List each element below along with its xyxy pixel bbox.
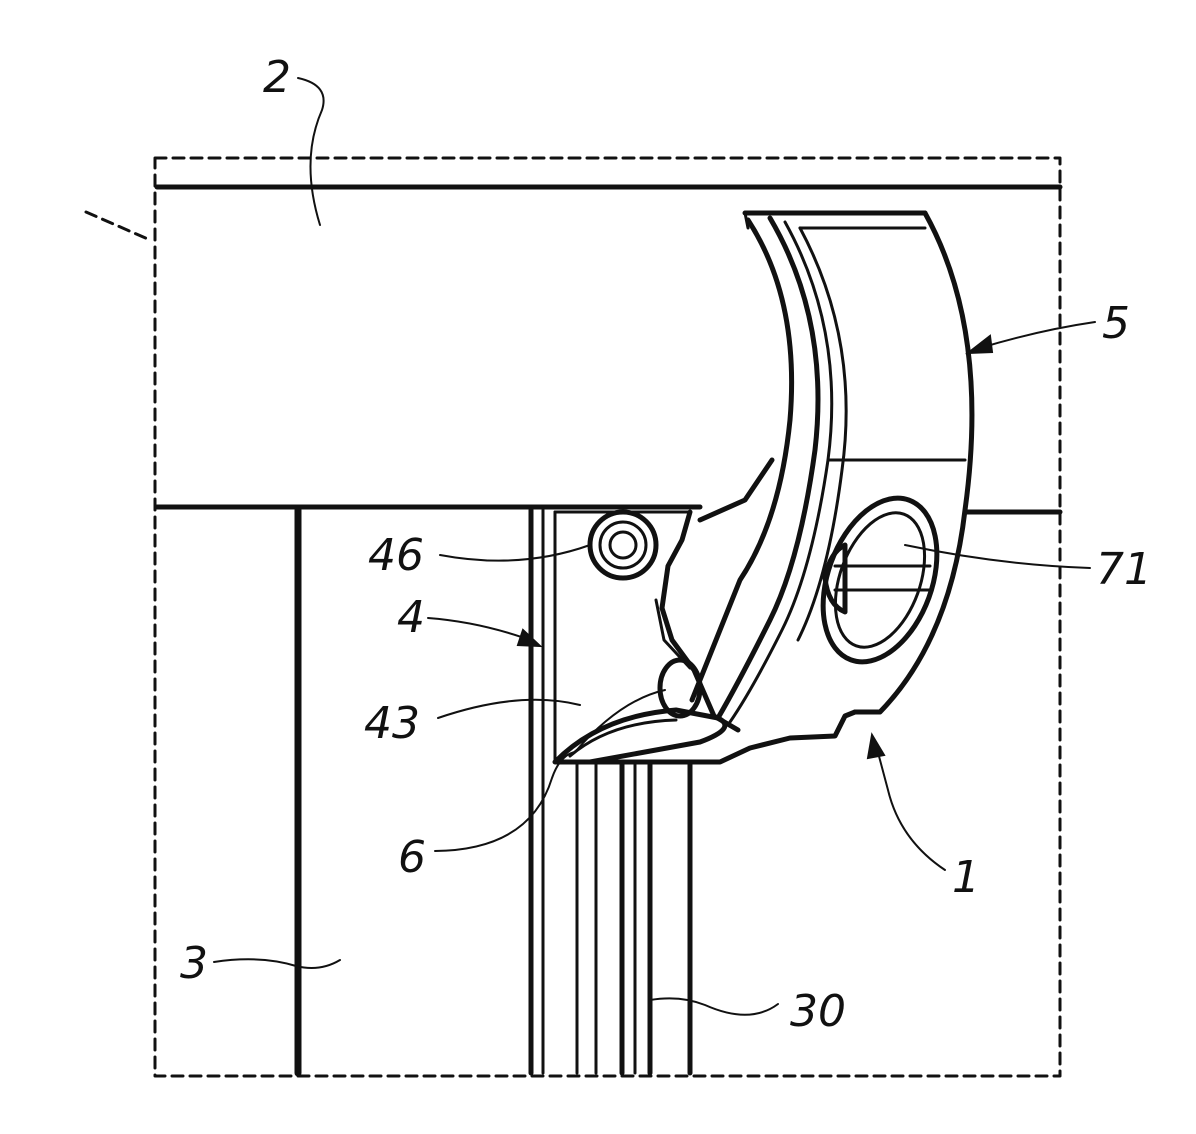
leader-43 (438, 700, 580, 718)
arrowhead-1 (868, 735, 884, 758)
leader-71 (905, 545, 1090, 568)
arrowhead-5 (968, 336, 992, 353)
leader-6 (435, 690, 665, 851)
upper-bar-part-2 (157, 187, 1060, 512)
rod-part-30 (577, 762, 690, 1073)
label-1: 1 (952, 852, 980, 903)
label-4: 4 (397, 592, 425, 643)
label-6: 6 (398, 832, 426, 883)
label-5: 5 (1102, 298, 1130, 349)
leader-2 (298, 78, 324, 225)
label-2: 2 (263, 52, 291, 103)
reference-labels: 2 5 46 71 4 43 6 1 3 30 (180, 52, 1152, 1037)
label-43: 43 (364, 698, 420, 749)
leader-5 (980, 322, 1095, 348)
leader-46 (440, 545, 590, 561)
leader-30 (650, 998, 778, 1014)
label-46: 46 (368, 530, 424, 581)
leader-4 (428, 618, 530, 640)
label-30: 30 (790, 986, 846, 1037)
leader-1 (876, 745, 945, 870)
detail-boundary (86, 158, 1060, 1076)
lever-part-5 (692, 213, 972, 722)
label-3: 3 (180, 938, 208, 989)
label-71: 71 (1096, 544, 1152, 595)
leader-3 (214, 959, 340, 968)
foot-part-43 (555, 710, 855, 762)
hinge-bracket (656, 460, 772, 730)
fastener-part-46 (590, 512, 656, 578)
